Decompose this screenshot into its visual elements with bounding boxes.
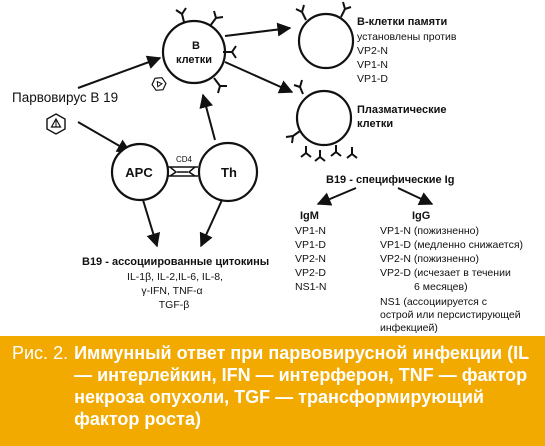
th-cell: Th	[197, 141, 259, 203]
parvovirus-label: Парвовирус В 19	[12, 90, 118, 105]
apc-cell: APC	[110, 142, 170, 202]
b-cells: В клетки	[151, 7, 237, 94]
cytokines-line-1: IL-1β, IL-2,IL-6, IL-8,	[127, 271, 223, 283]
caption-label: Рис. 2.	[12, 343, 69, 363]
arrow-bcells-to-plasma	[224, 61, 294, 94]
cytokines-title: B19 - ассоциированные цитокины	[82, 256, 269, 268]
virus-particle-icon	[151, 77, 167, 91]
figure-caption: Рис. 2. Иммунный ответ при парвовирусной…	[12, 342, 538, 430]
arrow-th-to-cytokines	[199, 199, 223, 248]
b-cells-label-1: В	[192, 40, 200, 52]
igg-line-6: NS1 (ассоциируется с	[380, 296, 487, 308]
memory-line-3: VP1-N	[357, 59, 388, 71]
parvovirus-icon	[46, 113, 66, 135]
igm-title: IgM	[300, 210, 319, 222]
immune-response-diagram: В клетки Парвовирус В 19 APC Th CD4	[12, 1, 523, 334]
plasma-cell-circle	[295, 89, 353, 147]
igm-line-5: NS1-N	[295, 281, 327, 293]
igg-title: IgG	[412, 210, 430, 222]
plasma-cell	[285, 79, 358, 162]
th-circle	[197, 141, 259, 203]
igg-line-7: острой или персистирующей	[380, 309, 521, 321]
igm-line-2: VP1-D	[295, 239, 326, 251]
memory-cell-circle	[297, 12, 355, 70]
arrow-ig-to-igm	[316, 187, 357, 206]
antibodies-icon	[300, 145, 358, 162]
plasma-title-1: Плазматические	[357, 104, 446, 116]
b-cells-label-2: клетки	[176, 54, 212, 66]
diagram-panel: В клетки Парвовирус В 19 APC Th CD4	[0, 0, 545, 336]
plasma-cell-receptors	[285, 79, 304, 144]
memory-line-1: установлены против	[357, 31, 457, 43]
igm-line-3: VP2-N	[295, 253, 326, 265]
arrow-apc-to-cytokines	[142, 199, 161, 248]
plasma-title-2: клетки	[357, 118, 393, 130]
arrows	[77, 22, 434, 248]
apc-circle	[110, 142, 170, 202]
caption-text: Иммунный ответ при парвовирусной инфекци…	[74, 343, 529, 429]
b-cell-receptors	[175, 7, 237, 94]
apc-th-synapse	[167, 166, 198, 177]
igg-line-8: инфекцией)	[380, 322, 438, 334]
igg-line-1: VP1-N (пожизненно)	[380, 225, 479, 237]
igm-line-4: VP2-D	[295, 267, 326, 279]
memory-title: В-клетки памяти	[357, 16, 447, 28]
igg-line-3: VP2-N (пожизненно)	[380, 253, 479, 265]
arrow-ig-to-igg	[397, 187, 434, 205]
igg-line-2: VP1-D (медленно снижается)	[380, 239, 523, 251]
cd4-label: CD4	[176, 155, 193, 164]
memory-b-cell	[295, 1, 355, 70]
cytokines-line-2: γ-IFN, TNF-α	[141, 285, 202, 297]
igg-line-5: 6 месяцев)	[414, 281, 468, 293]
memory-line-2: VP2-N	[357, 45, 388, 57]
cytokines-line-3: TGF-β	[159, 299, 190, 311]
memory-line-4: VP1-D	[357, 73, 388, 85]
b-cell-circle	[161, 19, 227, 85]
arrow-virus-to-apc	[77, 121, 132, 153]
igm-line-1: VP1-N	[295, 225, 326, 237]
arrow-th-to-bcells	[199, 93, 216, 141]
arrow-bcells-to-memory	[224, 22, 292, 37]
apc-label: APC	[125, 165, 153, 180]
th-label: Th	[221, 165, 237, 180]
ig-title: B19 - специфические Ig	[326, 174, 454, 186]
memory-cell-receptors	[295, 1, 352, 21]
arrow-virus-to-bcells	[77, 55, 162, 89]
igg-line-4: VP2-D (исчезает в течении	[380, 267, 511, 279]
